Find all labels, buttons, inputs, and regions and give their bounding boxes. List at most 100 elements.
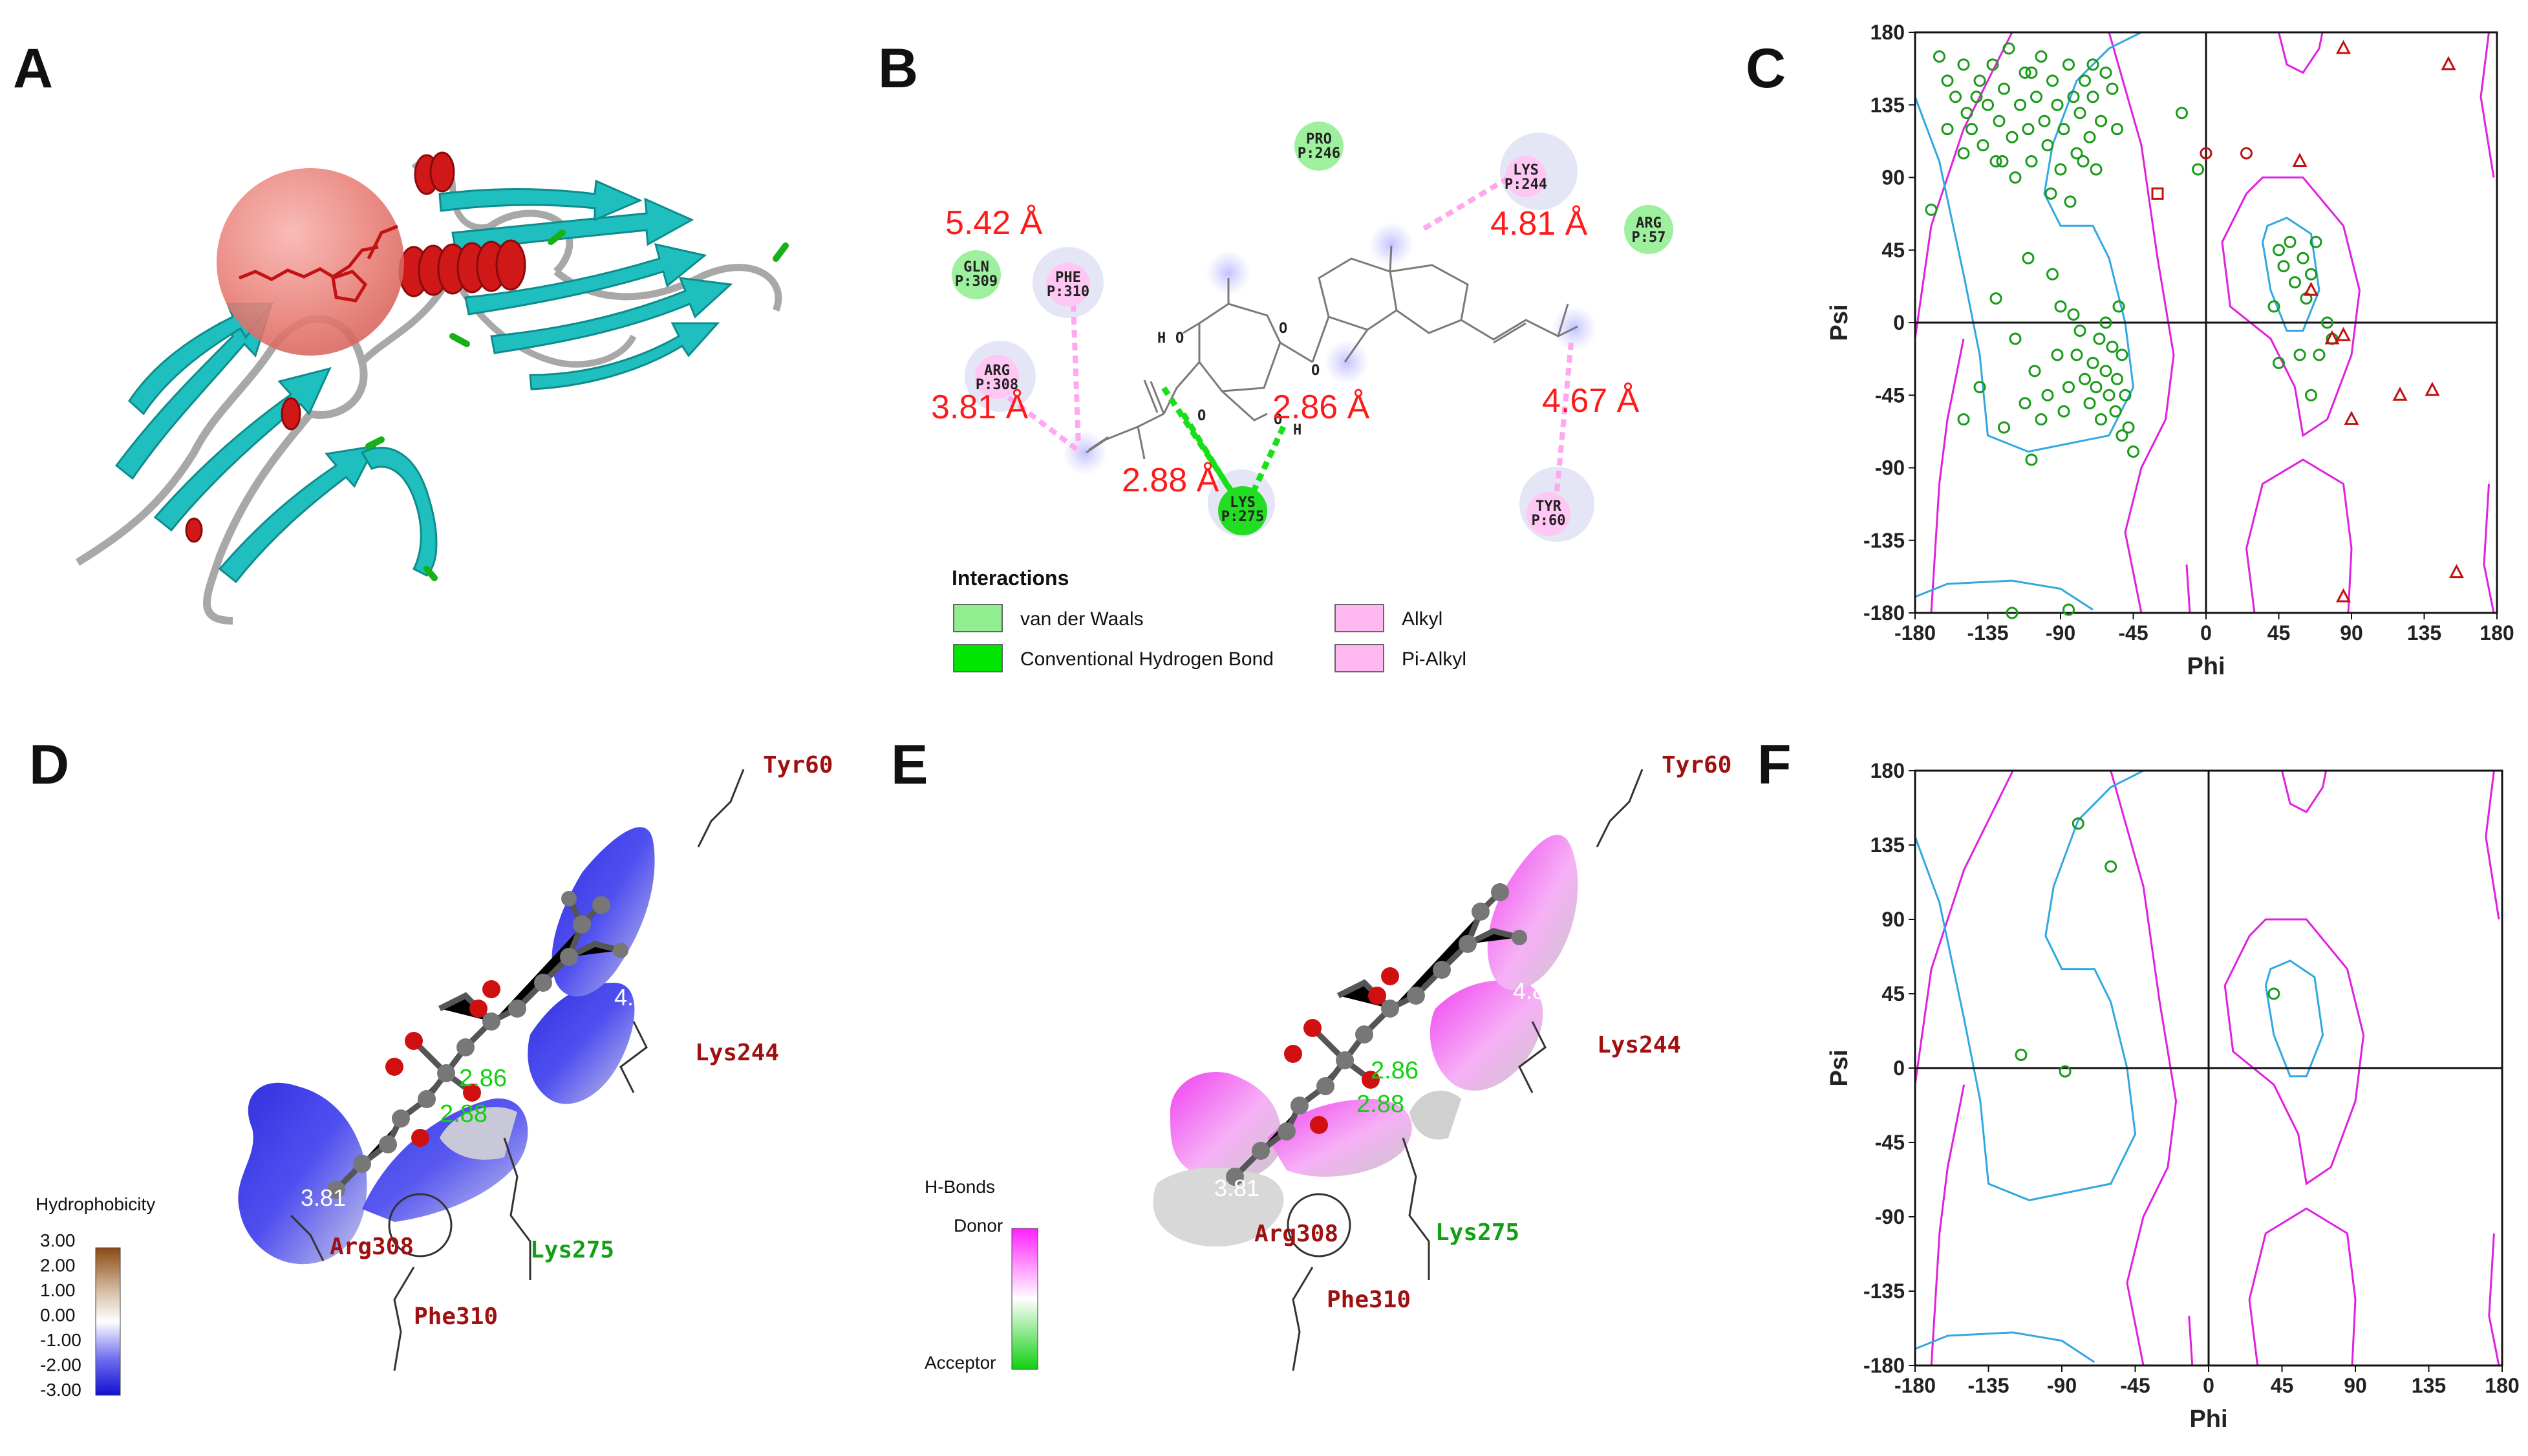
residue-point (2041, 389, 2054, 401)
residue-point (2002, 42, 2015, 55)
residue-point (2106, 340, 2119, 353)
residue-point (1941, 74, 1954, 87)
residue-label-phe310: Phe310 (1327, 1287, 1411, 1313)
y-tick-label: -45 (1875, 383, 1905, 407)
x-tick-label: -135 (1967, 1374, 2009, 1397)
glycine-point (2336, 588, 2351, 603)
svg-text:LYS: LYS (1513, 162, 1539, 178)
svg-text:P:275: P:275 (1221, 509, 1264, 525)
residue-point (2090, 163, 2103, 176)
residue-gln309: GLN P:309 (952, 250, 1001, 299)
residue-point (2103, 389, 2116, 401)
distance-label: 2.88 Å (1122, 462, 1219, 499)
residue-point (2051, 98, 2064, 111)
svg-text:P:244: P:244 (1505, 177, 1547, 193)
allowed-region-contour (2480, 32, 2495, 178)
residue-point (2267, 987, 2280, 1000)
allowed-region-contour (2483, 484, 2495, 614)
residue-point (2022, 252, 2035, 264)
residue-point (2116, 429, 2128, 442)
residue-point (2111, 372, 2123, 385)
residue-point (2079, 74, 2091, 87)
residue-point (1949, 91, 1962, 103)
distance-label: 4.67 Å (1542, 382, 1640, 420)
residue-point (2090, 381, 2103, 394)
residue-point (2293, 348, 2306, 361)
glycine-point (2441, 56, 2456, 70)
y-tick-label: 0 (1893, 1056, 1905, 1080)
scale-tick-label: 3.00 (40, 1230, 76, 1250)
residue-point (2051, 348, 2064, 361)
svg-text:P:308: P:308 (976, 377, 1018, 393)
residue-point (1982, 98, 1994, 111)
residue-point (1993, 114, 2006, 127)
residue-point (2006, 131, 2019, 144)
svg-text:PRO: PRO (1306, 131, 1332, 147)
residue-point (2111, 123, 2123, 136)
allowed-region-contour (2262, 217, 2320, 332)
residue-point (2289, 276, 2301, 289)
glycine-point (2292, 153, 2308, 167)
residue-point (2057, 123, 2070, 136)
allowed-region-contour (2245, 458, 2353, 614)
residue-point (2046, 74, 2059, 87)
distance-label: 4.81 Å (1490, 205, 1588, 242)
residue-point (1957, 413, 1970, 426)
scale-tick-label: -3.00 (40, 1380, 81, 1400)
y-tick-label: -90 (1875, 1205, 1905, 1228)
svg-text:P:246: P:246 (1298, 145, 1340, 162)
residue-point (2019, 66, 2031, 79)
residue-point (1973, 74, 1986, 87)
y-tick-label: 0 (1893, 311, 1905, 334)
alpha-helix (185, 151, 526, 543)
y-tick-label: 135 (1870, 833, 1905, 857)
residue-point (2014, 98, 2026, 111)
residue-point (2064, 195, 2077, 208)
residue-point (2116, 348, 2128, 361)
residue-point (2044, 187, 2057, 200)
residue-label-lys275: Lys275 (1435, 1219, 1519, 1246)
residue-point (2073, 324, 2086, 337)
x-tick-label: 180 (2480, 621, 2514, 645)
alkyl-interaction-line (1071, 303, 1081, 447)
hbond-distance: 2.88 (440, 1100, 487, 1128)
legend-swatch-alkyl (1334, 604, 1384, 632)
y-axis-label: Psi (1826, 1049, 1853, 1086)
scale-tick-label: 2.00 (40, 1256, 76, 1276)
atom-label: H (1293, 422, 1301, 438)
residue-point (2095, 114, 2107, 127)
allowed-region-contour (1914, 1331, 2095, 1364)
residue-point (2046, 268, 2059, 281)
proline-point (2151, 187, 2164, 200)
x-tick-label: 0 (2200, 621, 2212, 645)
panel-label-d: D (29, 734, 69, 796)
y-tick-label: -135 (1863, 529, 1905, 552)
allowed-region-contour (2278, 32, 2324, 74)
legend-label-alkyl: Alkyl (1402, 608, 1442, 630)
allowed-region-contour (1914, 31, 2142, 453)
x-tick-label: -180 (1894, 621, 1936, 645)
allowed-region-contour (1914, 769, 2144, 1201)
residue-point (2070, 348, 2083, 361)
alkyl-interaction-line (1420, 169, 1521, 232)
y-tick-label: 45 (1881, 239, 1905, 262)
glycine-point (2392, 387, 2408, 401)
allowed-region-contour (2248, 1207, 2357, 1366)
residue-point (2192, 163, 2204, 176)
residue-point (1957, 58, 1970, 71)
residue-label-lys244: Lys244 (695, 1040, 779, 1066)
residue-point (1966, 123, 1978, 136)
residue-arg308: ARG P:308 (975, 355, 1019, 399)
glycine-point (2324, 330, 2340, 345)
residue-point (2099, 316, 2112, 329)
residue-label-arg308: Arg308 (330, 1234, 414, 1260)
atom-label: O (1197, 408, 1206, 424)
residue-label-tyr60: Tyr60 (763, 752, 833, 778)
x-tick-label: 90 (2344, 1374, 2367, 1397)
residue-label-lys244: Lys244 (1597, 1032, 1681, 1058)
residue-point (2019, 397, 2031, 410)
residue-point (2240, 147, 2253, 160)
residue-point (2022, 123, 2035, 136)
